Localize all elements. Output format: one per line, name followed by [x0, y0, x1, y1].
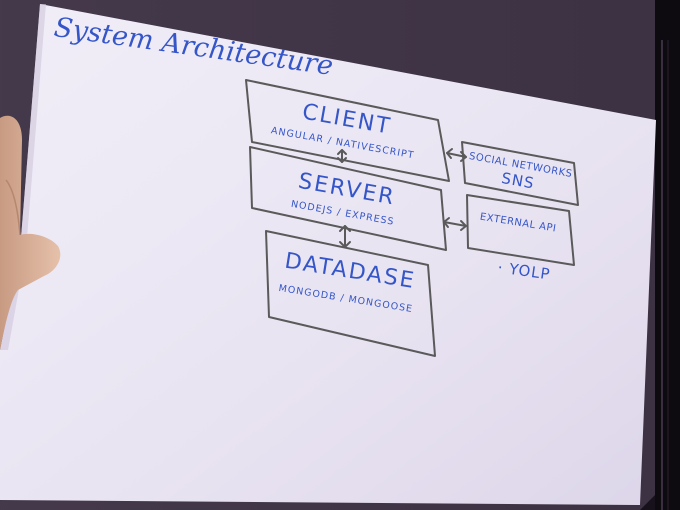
external-api-box: [466, 194, 575, 266]
finger-crease: [5, 179, 21, 236]
social-subtitle: SNS: [500, 169, 536, 193]
client-social-arrowhead-left: [446, 148, 453, 159]
client-social-arrowhead-right: [460, 151, 467, 162]
server-database-arrowhead-down: [339, 241, 351, 248]
social-box: [461, 141, 579, 206]
database-box: [265, 230, 436, 357]
whiteboard-sheet: [0, 4, 656, 505]
client-server-arrowhead-up: [337, 149, 347, 155]
client-box: [245, 79, 450, 182]
client-server-arrowhead-down: [337, 157, 347, 163]
client-social-arrow: [446, 152, 467, 158]
hand: [0, 115, 61, 350]
server-external-arrowhead-right: [460, 220, 467, 231]
server-database-arrowhead-up: [339, 225, 351, 232]
sheet-edge: [0, 4, 46, 350]
server-external-arrowhead-left: [443, 217, 450, 228]
server-external-arrow: [443, 221, 467, 227]
server-box: [249, 146, 447, 251]
